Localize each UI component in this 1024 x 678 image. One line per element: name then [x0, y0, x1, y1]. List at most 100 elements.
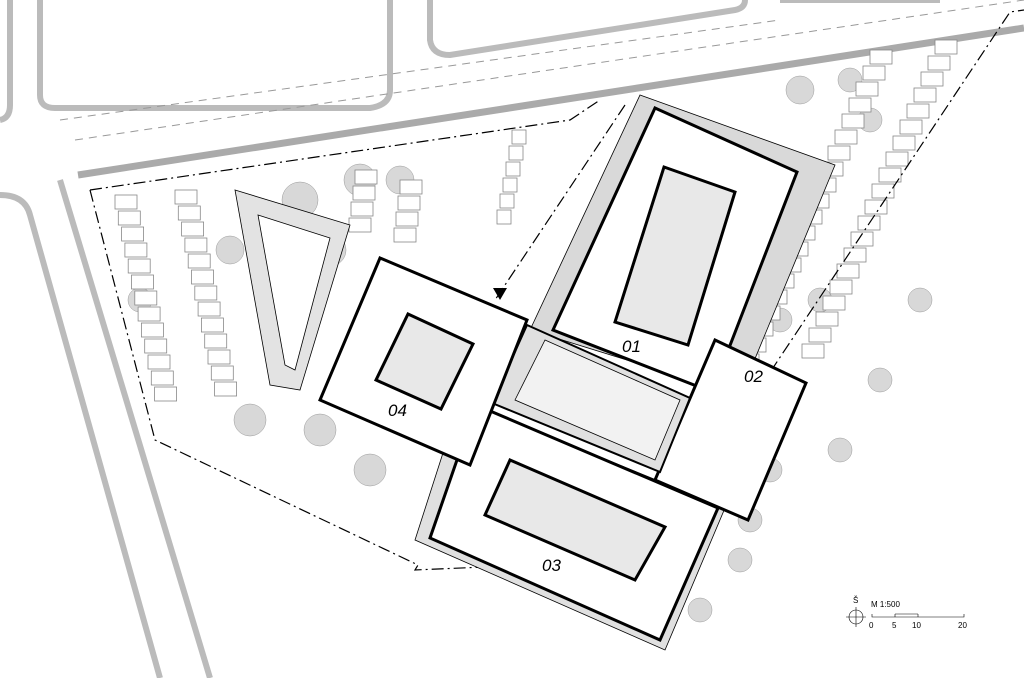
- parking-stall: [197, 301, 221, 317]
- parking-stall: [187, 253, 211, 269]
- road-left-block: [0, 0, 13, 123]
- parking-stall: [184, 237, 208, 253]
- courtyard-01: [613, 165, 737, 347]
- parking-stall: [892, 135, 916, 151]
- parking-stall: [871, 183, 895, 199]
- road-centerline: [59, 19, 781, 121]
- main-road-edge: [77, 24, 1024, 179]
- legend: Š M 1:500 0 5 10 20: [846, 596, 967, 630]
- parking-stall: [511, 129, 527, 145]
- building-04: 04: [318, 256, 529, 467]
- parking-stall: [144, 338, 168, 354]
- main-road-edge-2: [74, 0, 1024, 141]
- parking-stall: [352, 185, 376, 201]
- parking-stall: [906, 103, 930, 119]
- parking-stall: [348, 217, 372, 233]
- parking-stall: [505, 161, 521, 177]
- road-left-strip-2: [57, 179, 213, 678]
- parking-stall: [801, 343, 825, 359]
- site-boundary-top: [89, 99, 601, 191]
- parking-stall: [117, 210, 141, 226]
- parking-stall: [827, 145, 851, 161]
- tree: [827, 437, 853, 463]
- road-block-top-left: [37, 0, 393, 111]
- scale-tick-10: 10: [912, 621, 921, 630]
- scale-bar: [871, 614, 965, 618]
- parking-stall: [114, 194, 138, 210]
- parking-stall: [885, 151, 909, 167]
- tree: [303, 413, 337, 447]
- parking-stall: [878, 167, 902, 183]
- building-label-04: 04: [388, 401, 407, 420]
- parking-stall: [934, 39, 958, 55]
- building-03: 03: [428, 402, 720, 642]
- parking-stall: [174, 189, 198, 205]
- parking-stall: [214, 381, 238, 397]
- tree: [727, 547, 753, 573]
- parking-stall: [815, 311, 839, 327]
- parking-stall: [131, 274, 154, 290]
- parking-stall: [834, 129, 858, 145]
- north-arrow-icon: [846, 607, 866, 627]
- parking-stall: [913, 87, 937, 103]
- parking-stall: [121, 226, 144, 242]
- parking-stall: [194, 285, 218, 301]
- courtyard-04: [373, 312, 476, 411]
- parking-stall: [855, 81, 879, 97]
- building-label-03: 03: [542, 556, 561, 575]
- tree: [907, 287, 933, 313]
- parking-stall: [147, 354, 171, 370]
- parking-stall: [397, 195, 421, 211]
- courtyard-03: [483, 458, 668, 582]
- parking-stall: [350, 201, 374, 217]
- parking-stall: [150, 370, 174, 386]
- parking-stall: [134, 290, 158, 306]
- parking-stall: [127, 258, 151, 274]
- parking-stall: [207, 349, 231, 365]
- parking-stall: [899, 119, 923, 135]
- road-left-strip: [0, 192, 163, 678]
- parking-stall: [822, 295, 846, 311]
- tree: [687, 597, 713, 623]
- tree: [785, 75, 815, 105]
- parking-stall: [862, 65, 886, 81]
- parking-stall: [181, 221, 205, 237]
- parking-stall: [841, 113, 865, 129]
- parking-stall: [395, 211, 419, 227]
- entrance-arrow-icon: [493, 288, 507, 300]
- parking-stall: [137, 306, 161, 322]
- parking-stall: [393, 227, 417, 243]
- parking-stall: [869, 49, 893, 65]
- building-label-02: 02: [744, 367, 763, 386]
- tree: [353, 453, 387, 487]
- parking-stall: [354, 169, 378, 185]
- parking-stall: [848, 97, 872, 113]
- parking-stall: [124, 242, 148, 258]
- tree: [233, 403, 267, 437]
- parking-stall: [200, 317, 224, 333]
- scale-tick-5: 5: [892, 621, 897, 630]
- tree: [867, 367, 893, 393]
- tree: [215, 235, 245, 265]
- parking-stall: [140, 322, 164, 338]
- parking-stall: [829, 279, 853, 295]
- scale-tick-0: 0: [869, 621, 874, 630]
- parking-stall: [927, 55, 951, 71]
- parking-stall: [843, 247, 867, 263]
- parking-stall: [808, 327, 832, 343]
- site-boundary: [89, 9, 1024, 571]
- paving-triangle-inner: [257, 214, 331, 371]
- parking-stall: [399, 179, 423, 195]
- building-label-01: 01: [622, 337, 641, 356]
- parking-stall: [508, 145, 524, 161]
- parking-stall: [204, 333, 228, 349]
- scale-tick-20: 20: [958, 621, 967, 630]
- parking-stall: [177, 205, 201, 221]
- parking-stall: [210, 365, 234, 381]
- parking-stall: [499, 193, 515, 209]
- parking-stall: [154, 386, 178, 402]
- parking-stall: [502, 177, 518, 193]
- parking-stall: [864, 199, 888, 215]
